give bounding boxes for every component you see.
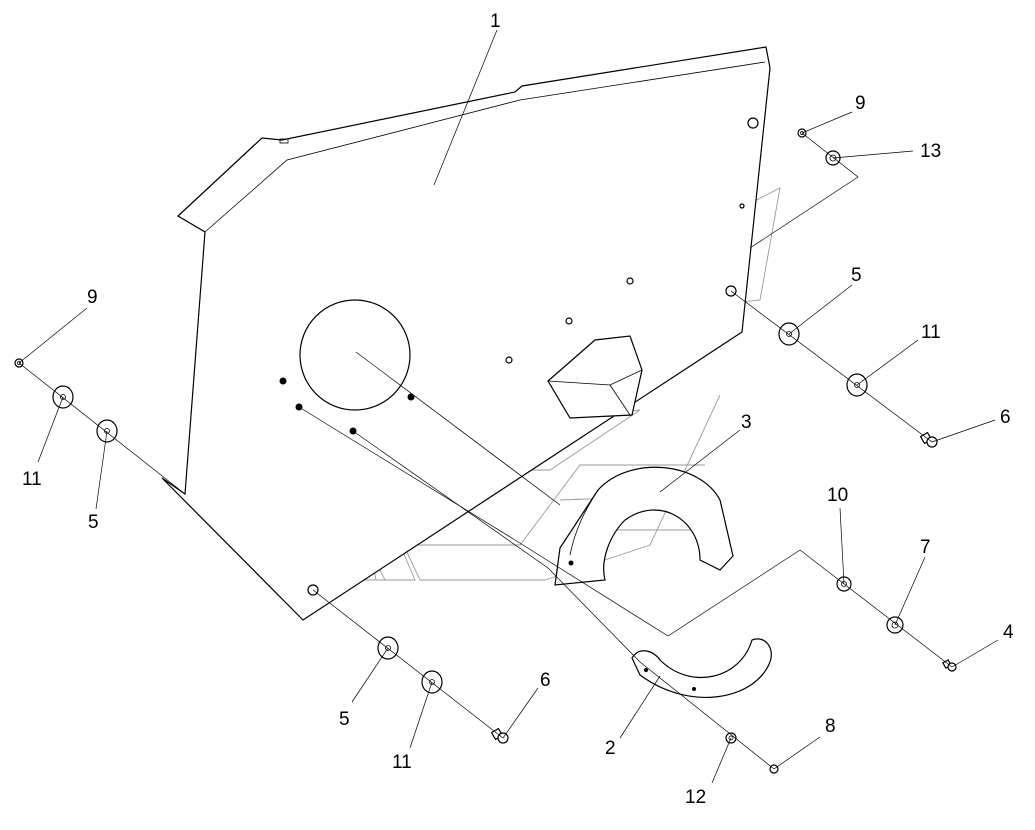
- callout-3: 3: [741, 412, 752, 433]
- lower-strip-hole-1: [644, 668, 648, 672]
- callout-11-bottom: 11: [392, 752, 412, 773]
- part-2-lower-strip: [631, 638, 772, 698]
- axis-circle: [355, 351, 561, 506]
- axis-rivet-right: [298, 406, 953, 668]
- panel-top-bend: [204, 61, 766, 233]
- axis-left: [18, 362, 186, 495]
- panel-opening-circle: [299, 299, 411, 411]
- part-3-curved-shield: [554, 466, 734, 586]
- panel-notch: [279, 138, 289, 144]
- lower-strip-hole-2: [692, 687, 696, 691]
- callout-1: 1: [490, 11, 501, 32]
- callout-13: 13: [920, 141, 941, 162]
- callout-11-right: 11: [921, 322, 941, 343]
- callout-9-left: 9: [87, 287, 98, 308]
- curved-shield-hole: [568, 560, 574, 566]
- callout-4: 4: [1003, 622, 1014, 643]
- callout-labels: 1 9 11 5 9 13 5 11 6 3 10 7 4 6 5 11 2 8…: [22, 11, 1014, 808]
- curved-shield-edge: [569, 489, 599, 556]
- axis-right: [730, 290, 933, 443]
- hole-top-right: [747, 117, 759, 129]
- callout-6-bottom: 6: [540, 670, 551, 691]
- callout-2: 2: [605, 738, 616, 759]
- callout-5-left: 5: [88, 512, 99, 533]
- rivet-1: [279, 377, 287, 385]
- callout-7: 7: [920, 537, 931, 558]
- angle-bracket: [547, 335, 643, 419]
- callout-6-right: 6: [1000, 407, 1011, 428]
- hole-small-3: [505, 356, 513, 364]
- callout-12: 12: [685, 787, 706, 808]
- callout-10: 10: [827, 485, 848, 506]
- hole-small-1: [626, 277, 634, 285]
- hole-small-2: [565, 317, 573, 325]
- callout-5-right: 5: [851, 265, 862, 286]
- side-panel-outline: [161, 46, 771, 621]
- callout-leaders: [18, 29, 999, 784]
- hole-small-4: [739, 203, 745, 209]
- assembly-lines: [18, 132, 953, 770]
- rivet-4: [407, 393, 415, 401]
- angle-bracket-edge: [609, 384, 631, 416]
- axis-top-right: [749, 132, 859, 249]
- axis-rivet-lower: [352, 430, 775, 770]
- curved-shield-body: [554, 466, 734, 586]
- axis-bottom: [312, 589, 504, 739]
- callout-5-bottom: 5: [339, 709, 350, 730]
- lower-strip-body: [631, 638, 772, 698]
- part-1-side-panel: [161, 46, 771, 621]
- callout-9-right: 9: [855, 93, 866, 114]
- callout-11-left: 11: [22, 469, 42, 490]
- callout-8: 8: [825, 716, 836, 737]
